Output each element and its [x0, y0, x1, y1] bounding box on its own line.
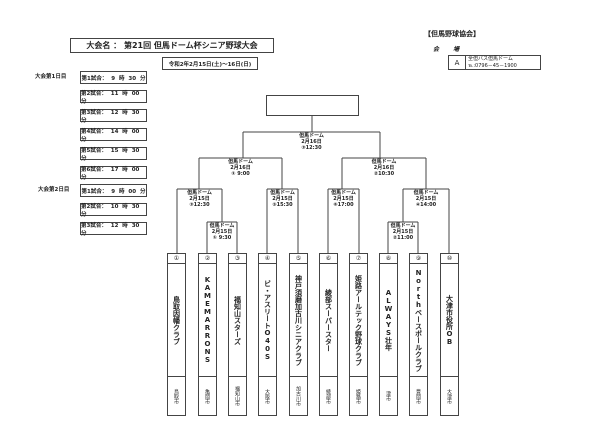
team-entry: ④ ビ・アスリートO40S 大阪市 [258, 253, 277, 416]
team-city: 亀岡市 [204, 388, 210, 404]
venue-box: A 全但バス但馬ドーム ℡:0796－45－1900 [448, 55, 541, 70]
match-time: ① 9:30 [212, 235, 232, 241]
team-name: Northベースボールクラブ [410, 264, 427, 377]
match-info-qf-4: 但馬ドーム 2月15日 ④14:00 [414, 190, 439, 208]
day2-slot-3: 第3試合： 12 時 30 分 [80, 222, 147, 237]
team-number: ⑧ [380, 254, 397, 264]
team-city: 姫路市 [355, 388, 361, 404]
team-number: ③ [229, 254, 246, 264]
team-city: 鳥取市 [173, 388, 179, 404]
team-entry: ⑦ 姫路アールテック野球クラブ 姫路市 [349, 253, 368, 416]
venue-tel: ℡:0796－45－1900 [468, 62, 517, 69]
match-time: ⑤15:30 [272, 202, 293, 208]
tournament-dates: 令和2年2月15日(土)～16日(日) [162, 57, 258, 70]
team-name: KAMEMARRONS [199, 264, 216, 377]
match-date: 2月16日 [301, 139, 322, 145]
match-time: ②11:00 [392, 235, 414, 241]
match-time: ① 9:00 [231, 171, 250, 177]
team-number: ⑤ [290, 254, 307, 264]
match-venue: 但馬ドーム [228, 159, 253, 165]
venue-code: A [449, 56, 466, 69]
match-time: ⑥17:00 [333, 202, 354, 208]
team-name: 綾部スーパースター [320, 264, 337, 377]
team-city: 大津市 [446, 388, 452, 404]
team-number: ⑥ [320, 254, 337, 264]
team-city: 豊岡市 [415, 388, 421, 404]
team-name: ALWAYS壮年 [380, 264, 397, 377]
match-info-semi-left: 但馬ドーム 2月16日 ① 9:00 [228, 159, 253, 177]
team-name: 福知山スターズ [229, 264, 246, 377]
team-name: 大津市役所OB [441, 264, 458, 377]
team-entry: ⑩ 大津市役所OB 大津市 [440, 253, 459, 416]
tournament-title: 大会名 ： 第21回 但馬ドーム杯シニア野球大会 [70, 38, 274, 53]
day1-slot-1: 第1試合： 9 時 30 分 [80, 71, 147, 84]
team-entry: ① 鳥取因幡クラブ 鳥取市 [167, 253, 186, 416]
match-info-r1-b: 但馬ドーム 2月15日 ②11:00 [391, 223, 416, 241]
team-name: ビ・アスリートO40S [259, 264, 276, 377]
match-time: ④14:00 [415, 202, 437, 208]
day2-label: 大会第2日目 [38, 187, 70, 193]
match-venue: 但馬ドーム [390, 223, 416, 229]
match-date: 2月15日 [415, 196, 437, 202]
match-info-qf-1: 但馬ドーム 2月15日 ③12:30 [187, 190, 212, 208]
match-time: ②10:30 [373, 171, 395, 177]
match-venue: 但馬ドーム [187, 190, 212, 196]
team-city: 大阪市 [264, 388, 270, 404]
match-venue: 但馬ドーム [270, 190, 295, 196]
team-number: ④ [259, 254, 276, 264]
match-venue: 但馬ドーム [413, 190, 439, 196]
venue-label: 会 場 [433, 46, 466, 53]
match-info-final: 但馬ドーム 2月16日 ③12:30 [299, 133, 324, 151]
day2-slot-2: 第2試合： 10 時 30 分 [80, 203, 147, 218]
match-venue: 但馬ドーム [209, 223, 235, 229]
match-info-qf-3: 但馬ドーム 2月15日 ⑥17:00 [331, 190, 356, 208]
team-entry: ⑧ ALWAYS壮年 津市 [379, 253, 398, 416]
champion-box [266, 95, 359, 116]
day1-slot-6: 第6試合： 17 時 00 分 [80, 166, 147, 181]
match-info-qf-2: 但馬ドーム 2月15日 ⑤15:30 [270, 190, 295, 208]
match-venue: 但馬ドーム [299, 133, 324, 139]
association-name: 【但馬野球協会】 [424, 30, 480, 38]
team-entry: ⑤ 神戸須磨加古川シニアクラブ 加古川市 [289, 253, 308, 416]
team-number: ⑩ [441, 254, 458, 264]
day1-slot-3: 第3試合： 12 時 30 分 [80, 109, 147, 124]
day2-slot-1: 第1試合： 9 時 00 分 [80, 184, 147, 197]
team-entry: ⑥ 綾部スーパースター 綾部市 [319, 253, 338, 416]
day1-slot-5: 第5試合： 15 時 30 分 [80, 147, 147, 162]
team-name: 鳥取因幡クラブ [168, 264, 185, 377]
team-number: ⑨ [410, 254, 427, 264]
match-time: ③12:30 [189, 202, 210, 208]
team-name: 姫路アールテック野球クラブ [350, 264, 367, 377]
match-venue: 但馬ドーム [331, 190, 356, 196]
team-number: ⑦ [350, 254, 367, 264]
match-date: 2月16日 [373, 165, 395, 171]
day1-slot-4: 第4試合： 14 時 00 分 [80, 128, 147, 143]
match-date: 2月15日 [189, 196, 210, 202]
match-venue: 但馬ドーム [371, 159, 397, 165]
match-date: 2月16日 [230, 165, 251, 171]
match-date: 2月15日 [392, 229, 414, 235]
day1-label: 大会第1日目 [35, 74, 67, 80]
match-date: 2月15日 [211, 229, 233, 235]
team-name: 神戸須磨加古川シニアクラブ [290, 264, 307, 377]
day1-slot-2: 第2試合： 11 時 00 分 [80, 90, 147, 105]
team-number: ② [199, 254, 216, 264]
team-entry: ⑨ Northベースボールクラブ 豊岡市 [409, 253, 428, 416]
team-city: 津市 [385, 391, 391, 401]
match-date: 2月15日 [333, 196, 354, 202]
match-info-semi-right: 但馬ドーム 2月16日 ②10:30 [372, 159, 397, 177]
venue-name: 全但バス但馬ドーム [468, 56, 513, 62]
team-city: 加古川市 [295, 386, 301, 406]
match-date: 2月15日 [272, 196, 293, 202]
match-time: ③12:30 [301, 145, 322, 151]
team-city: 綾部市 [325, 388, 331, 404]
team-entry: ② KAMEMARRONS 亀岡市 [198, 253, 217, 416]
team-entry: ③ 福知山スターズ 福知山市 [228, 253, 247, 416]
match-info-r1-a: 但馬ドーム 2月15日 ① 9:30 [210, 223, 235, 241]
team-city: 福知山市 [234, 386, 240, 406]
team-number: ① [168, 254, 185, 264]
